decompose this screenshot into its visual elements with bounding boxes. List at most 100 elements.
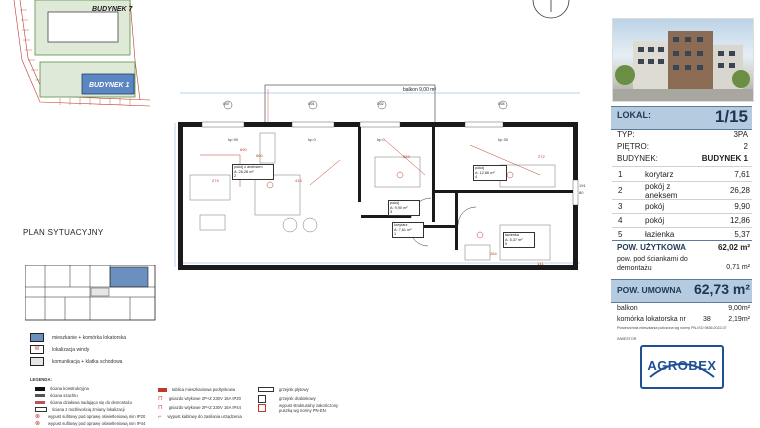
umowna-value: 62,73 m² bbox=[693, 281, 750, 297]
room-name: łazienka bbox=[645, 230, 675, 239]
unit-swatch bbox=[30, 333, 44, 342]
legend-item: ściana konstrukcyjna bbox=[50, 386, 89, 391]
removable-wall-symbol bbox=[35, 401, 45, 404]
legend-item: gniazdo wtykowe 2P+Z 230V 16A IP44 bbox=[168, 405, 241, 410]
building1-label: BUDYNEK 1 bbox=[89, 82, 130, 89]
room-number: 3 bbox=[618, 202, 623, 211]
window-sill-label: hp 30 bbox=[498, 137, 509, 142]
window-tag: O04 bbox=[498, 102, 505, 106]
legend-item: wypust kablowy do zasilania urządzenia bbox=[167, 414, 242, 419]
dimension-label: 274 bbox=[212, 178, 219, 183]
balkon-label: balkon bbox=[617, 305, 638, 312]
legend-heading: LEGENDA: bbox=[30, 377, 52, 382]
window-tag: O02 bbox=[377, 102, 384, 106]
structured-outlet-symbol bbox=[258, 403, 266, 412]
komorka-label: komórka lokatorska nr bbox=[617, 316, 686, 323]
structural-wall-symbol bbox=[35, 386, 45, 391]
legend-item: wypust sufitowy pod oprawę oświetleniową… bbox=[48, 414, 146, 419]
key-plan-drawing bbox=[24, 264, 156, 321]
key-plan bbox=[24, 264, 160, 323]
room-area: 12,86 bbox=[729, 216, 750, 225]
socket-ip20-icon: ⊓ bbox=[158, 396, 163, 402]
legend-item: grzejnik drabinkowy bbox=[279, 396, 316, 401]
legend-communication: komunikacja + klatka schodowa bbox=[30, 357, 126, 366]
window-tag: O01 bbox=[308, 102, 315, 106]
agrobex-logo: AGROBEX bbox=[640, 345, 724, 389]
lokal-value: 1/15 bbox=[714, 107, 748, 126]
room-number: 5 bbox=[618, 230, 623, 239]
legend-col2: tablica mieszkaniowa podtynkowa ⊓ gniazdo… bbox=[158, 385, 242, 421]
legend-item: ściana z możliwością zmiany lokalizacji bbox=[52, 407, 125, 412]
elevator-swatch: W bbox=[30, 345, 44, 354]
legend-col3: grzejnik płytowy grzejnik drabinkowy wyp… bbox=[258, 385, 349, 413]
panel-board-symbol bbox=[158, 387, 167, 392]
dimension-label: 660 bbox=[256, 153, 263, 158]
room-name: pokój z aneksem bbox=[645, 182, 678, 200]
legend-unit-label: mieszkanie + komórka lokatorska bbox=[52, 334, 127, 341]
budynek-value: BUDYNEK 1 bbox=[701, 154, 748, 163]
floor-plan: balkon 9,00 m² O07 O01 O02 O04 pokój z a… bbox=[160, 75, 600, 275]
dimension-label: 272 bbox=[538, 154, 545, 159]
dimension-label: 141 bbox=[537, 261, 544, 266]
room-name: pokój bbox=[645, 216, 665, 225]
room-number: 4 bbox=[618, 216, 623, 225]
window-tag: O07 bbox=[223, 102, 230, 106]
room-area: 9,90 bbox=[734, 202, 750, 211]
dimension-label: 191 bbox=[579, 183, 586, 188]
building-photo bbox=[612, 18, 754, 102]
typ-value: 3PA bbox=[733, 130, 748, 139]
legend-item: grzejnik płytowy bbox=[279, 387, 309, 392]
umowna-label: POW. UMOWNA bbox=[617, 285, 682, 295]
building-illustration bbox=[613, 31, 753, 101]
panel-radiator-symbol bbox=[258, 387, 274, 392]
communication-swatch bbox=[30, 357, 44, 366]
balkon-value: 9,00m² bbox=[728, 305, 750, 312]
dimension-label: 690 bbox=[240, 147, 247, 152]
compass-icon bbox=[532, 0, 570, 22]
uzytkowa-label: POW. UŻYTKOWA bbox=[617, 243, 686, 252]
plan-title: PLAN SYTUACYJNY bbox=[23, 228, 104, 237]
pietro-label: PIĘTRO: bbox=[617, 142, 650, 151]
legend-elevator-label: lokalizacja windy bbox=[52, 346, 90, 353]
dimension-label: 80 bbox=[579, 190, 584, 195]
dimension-label: 415 bbox=[295, 178, 302, 183]
window-sill-label: hp 90 bbox=[228, 137, 239, 142]
ceiling-outlet-ip44-icon: ⊗ bbox=[35, 421, 41, 427]
balcony-label: balkon 9,00 m² bbox=[403, 87, 437, 93]
legend-elevator: W lokalizacja windy bbox=[30, 345, 126, 354]
room-area: 26,28 bbox=[729, 186, 750, 195]
uzytkowa-value: 62,02 m² bbox=[717, 243, 750, 252]
typ-label: TYP: bbox=[617, 130, 635, 139]
budynek-label: BUDYNEK: bbox=[617, 154, 658, 163]
lokal-label: LOKAL: bbox=[617, 110, 651, 120]
dimension-label: 264 bbox=[490, 251, 497, 256]
socket-ip44-icon: ⊓ bbox=[158, 405, 163, 411]
legend: LEGENDA: ściana konstrukcyjna ściana sza… bbox=[30, 377, 350, 427]
ladder-radiator-symbol bbox=[258, 394, 266, 403]
logo-mark bbox=[649, 363, 715, 378]
room-area: 7,61 bbox=[734, 170, 750, 179]
legend-item: tablica mieszkaniowa podtynkowa bbox=[172, 387, 236, 392]
site-plan: BUDYNEK 7 BUDYNEK 1 bbox=[0, 0, 150, 110]
scianki-value: 0,71 m² bbox=[726, 264, 750, 271]
legend-item: ściana działowa nadająca się do demontaż… bbox=[50, 400, 132, 405]
legend-communication-label: komunikacja + klatka schodowa bbox=[52, 358, 123, 365]
dimension-label: 324 bbox=[403, 154, 410, 159]
komorka-number: 38 bbox=[703, 316, 711, 323]
window-sill-label: hp 0 bbox=[308, 137, 316, 142]
pietro-value: 2 bbox=[743, 142, 748, 151]
legend-swatches: mieszkanie + komórka lokatorska W lokali… bbox=[30, 333, 126, 366]
legend-item: wypust strukturalny zakończony puszką wg… bbox=[279, 402, 339, 413]
cable-outlet-icon: ⌐ bbox=[158, 413, 162, 420]
komorka-value: 2,19m² bbox=[728, 316, 750, 323]
logo-text: AGROBEX bbox=[647, 358, 717, 373]
lokal-bar bbox=[611, 106, 752, 130]
umowna-bar bbox=[611, 279, 752, 303]
ceiling-outlet-icon: ⊗ bbox=[35, 414, 41, 420]
legend-item: gniazdo wtykowe 2P+Z 230V 16A IP20 bbox=[168, 396, 241, 401]
